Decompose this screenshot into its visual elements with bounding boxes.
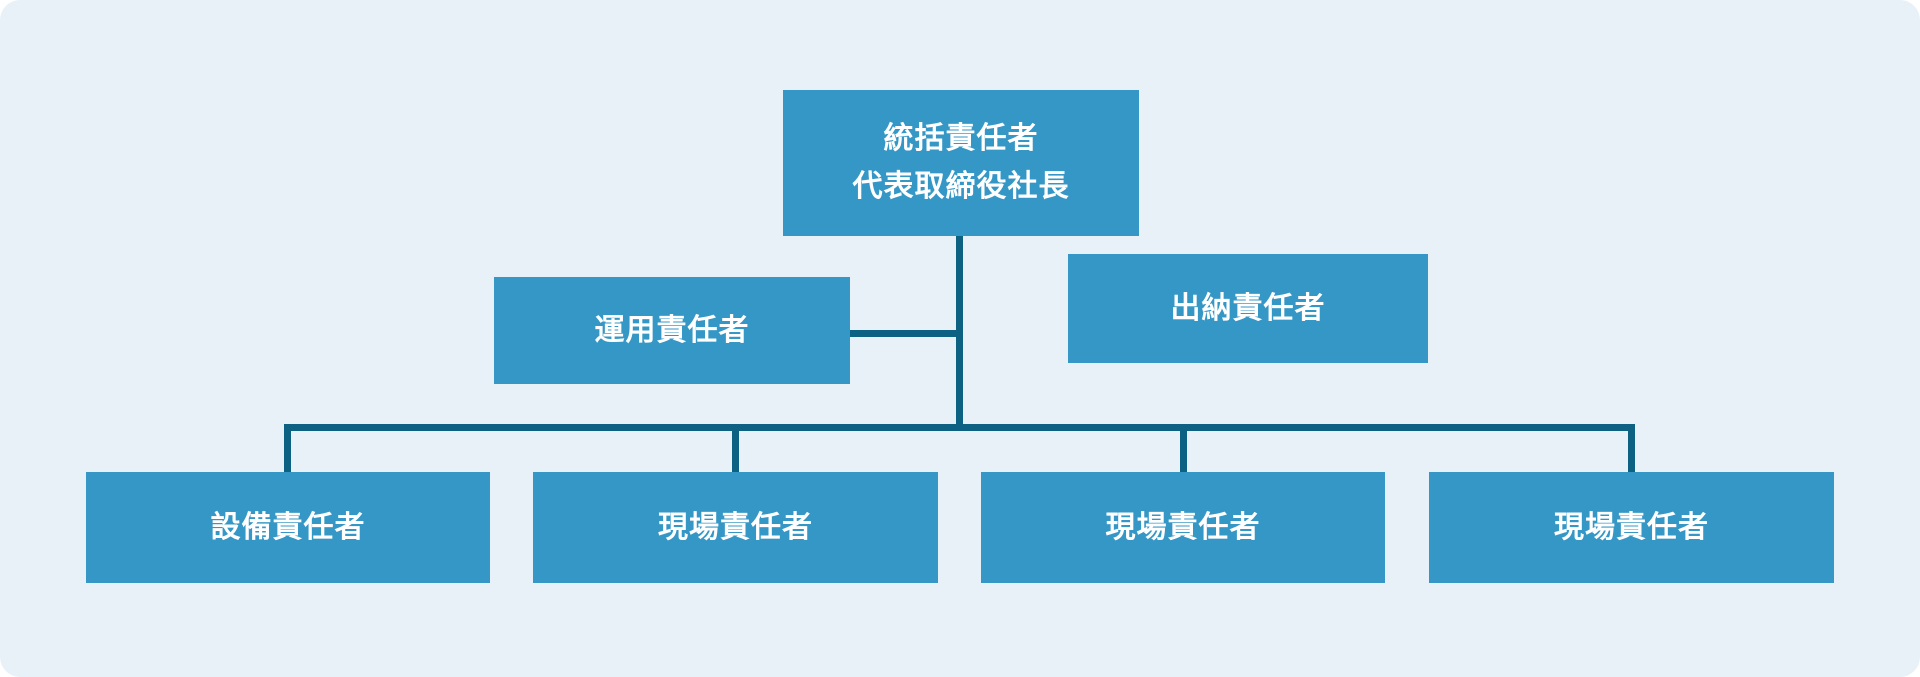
node-cashier-manager: 出納責任者 (1068, 254, 1428, 363)
connector-mid-left-horizontal (850, 330, 960, 337)
connector-drop-4 (1628, 424, 1635, 472)
connector-drop-1 (284, 424, 291, 472)
node-site-manager-1: 現場責任者 (533, 472, 938, 583)
node-label: 設備責任者 (210, 510, 366, 544)
connector-drop-2 (732, 424, 739, 472)
node-site-manager-2: 現場責任者 (981, 472, 1385, 583)
node-label: 代表取締役社長 (852, 170, 1070, 203)
node-label: 出納責任者 (1170, 291, 1326, 325)
node-label: 運用責任者 (594, 313, 750, 347)
node-operations-manager: 運用責任者 (494, 277, 850, 384)
node-label: 現場責任者 (1554, 510, 1709, 544)
node-label: 統括責任者 (883, 122, 1039, 155)
connector-drop-3 (1180, 424, 1187, 472)
connector-bottom-rail (284, 424, 1635, 431)
node-label: 現場責任者 (658, 510, 813, 544)
node-general-manager: 統括責任者 代表取締役社長 (783, 90, 1139, 236)
node-site-manager-3: 現場責任者 (1429, 472, 1834, 583)
node-label: 現場責任者 (1105, 510, 1261, 544)
node-facility-manager: 設備責任者 (86, 472, 490, 583)
